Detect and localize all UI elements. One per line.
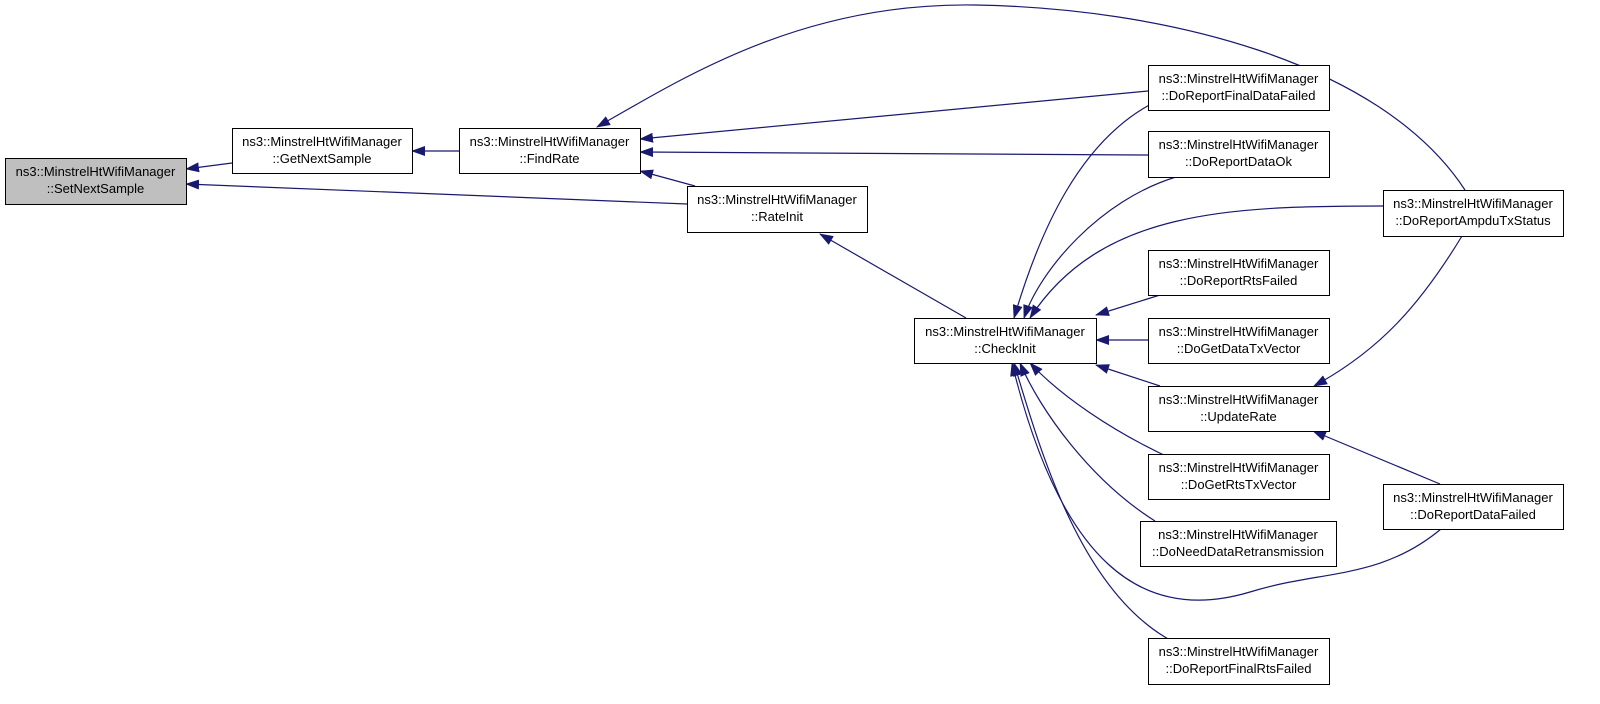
node-method-label: ::FindRate — [520, 151, 580, 166]
edge-UpdateRate-to-CheckInit — [1095, 364, 1161, 387]
node-DoGetDataTxVector[interactable]: ns3::MinstrelHtWifiManager::DoGetDataTxV… — [1148, 318, 1330, 364]
node-box[interactable] — [232, 128, 413, 174]
node-namespace-label: ns3::MinstrelHtWifiManager — [1159, 392, 1319, 407]
node-box[interactable] — [5, 158, 187, 205]
node-UpdateRate[interactable]: ns3::MinstrelHtWifiManager::UpdateRate — [1148, 386, 1330, 432]
node-GetNextSample[interactable]: ns3::MinstrelHtWifiManager::GetNextSampl… — [232, 128, 413, 174]
edge-RateInit-to-FindRate — [639, 169, 696, 187]
node-box[interactable] — [1148, 386, 1330, 432]
edge-CheckInit-to-RateInit — [819, 233, 967, 319]
node-method-label: ::DoReportRtsFailed — [1180, 273, 1298, 288]
node-namespace-label: ns3::MinstrelHtWifiManager — [1393, 196, 1553, 211]
node-box[interactable] — [1148, 65, 1330, 111]
edge-DoReportAmpduTxStatus-to-CheckInit — [1029, 205, 1384, 319]
node-box[interactable] — [1148, 131, 1330, 178]
node-box[interactable] — [459, 128, 641, 174]
node-namespace-label: ns3::MinstrelHtWifiManager — [242, 134, 402, 149]
node-method-label: ::DoReportFinalDataFailed — [1162, 88, 1316, 103]
node-namespace-label: ns3::MinstrelHtWifiManager — [1159, 324, 1319, 339]
node-RateInit[interactable]: ns3::MinstrelHtWifiManager::RateInit — [687, 186, 868, 233]
edge-DoNeedDataRetransmission-to-CheckInit — [1019, 362, 1156, 522]
node-method-label: ::UpdateRate — [1200, 409, 1277, 424]
edge-DoGetRtsTxVector-to-CheckInit — [1029, 362, 1171, 459]
node-DoNeedDataRetransmission[interactable]: ns3::MinstrelHtWifiManager::DoNeedDataRe… — [1140, 521, 1337, 567]
node-box[interactable] — [687, 186, 868, 233]
node-layer: ns3::MinstrelHtWifiManager::SetNextSampl… — [5, 65, 1564, 685]
node-method-label: ::DoNeedDataRetransmission — [1152, 544, 1324, 559]
edge-GetNextSample-to-SetNextSample — [185, 162, 233, 173]
node-namespace-label: ns3::MinstrelHtWifiManager — [697, 192, 857, 207]
node-box[interactable] — [914, 318, 1097, 364]
edge-DoReportDataFailed-to-UpdateRate — [1312, 430, 1441, 485]
node-namespace-label: ns3::MinstrelHtWifiManager — [1159, 71, 1319, 86]
node-method-label: ::DoGetDataTxVector — [1177, 341, 1301, 356]
node-namespace-label: ns3::MinstrelHtWifiManager — [1159, 256, 1319, 271]
node-DoReportDataOk[interactable]: ns3::MinstrelHtWifiManager::DoReportData… — [1148, 131, 1330, 178]
node-DoGetRtsTxVector[interactable]: ns3::MinstrelHtWifiManager::DoGetRtsTxVe… — [1148, 454, 1330, 500]
node-namespace-label: ns3::MinstrelHtWifiManager — [1159, 644, 1319, 659]
node-method-label: ::CheckInit — [974, 341, 1036, 356]
edge-DoReportRtsFailed-to-CheckInit — [1095, 294, 1161, 316]
node-DoReportDataFailed[interactable]: ns3::MinstrelHtWifiManager::DoReportData… — [1383, 484, 1564, 530]
node-DoReportRtsFailed[interactable]: ns3::MinstrelHtWifiManager::DoReportRtsF… — [1148, 250, 1330, 296]
node-box[interactable] — [1140, 521, 1337, 567]
node-namespace-label: ns3::MinstrelHtWifiManager — [1159, 460, 1319, 475]
edge-DoReportDataOk-to-FindRate — [639, 147, 1149, 158]
node-method-label: ::DoReportDataOk — [1185, 154, 1292, 169]
node-box[interactable] — [1383, 484, 1564, 530]
edge-DoReportAmpduTxStatus-to-UpdateRate — [1313, 235, 1463, 387]
edge-RateInit-to-SetNextSample — [185, 179, 688, 205]
node-CheckInit[interactable]: ns3::MinstrelHtWifiManager::CheckInit — [914, 318, 1097, 364]
node-method-label: ::DoGetRtsTxVector — [1181, 477, 1297, 492]
node-box[interactable] — [1148, 638, 1330, 685]
edge-DoReportAmpduTxStatus-to-FindRate — [596, 4, 1466, 191]
edge-DoReportFinalDataFailed-to-FindRate — [639, 90, 1149, 143]
node-SetNextSample[interactable]: ns3::MinstrelHtWifiManager::SetNextSampl… — [5, 158, 187, 205]
node-method-label: ::DoReportDataFailed — [1410, 507, 1536, 522]
node-method-label: ::SetNextSample — [47, 181, 145, 196]
node-namespace-label: ns3::MinstrelHtWifiManager — [925, 324, 1085, 339]
node-method-label: ::DoReportFinalRtsFailed — [1166, 661, 1312, 676]
node-namespace-label: ns3::MinstrelHtWifiManager — [16, 164, 176, 179]
node-box[interactable] — [1148, 250, 1330, 296]
node-method-label: ::GetNextSample — [273, 151, 372, 166]
node-DoReportFinalDataFailed[interactable]: ns3::MinstrelHtWifiManager::DoReportFina… — [1148, 65, 1330, 111]
node-namespace-label: ns3::MinstrelHtWifiManager — [1159, 137, 1319, 152]
node-method-label: ::RateInit — [751, 209, 803, 224]
node-box[interactable] — [1148, 454, 1330, 500]
node-FindRate[interactable]: ns3::MinstrelHtWifiManager::FindRate — [459, 128, 641, 174]
node-method-label: ::DoReportAmpduTxStatus — [1395, 213, 1551, 228]
edge-layer — [185, 4, 1466, 641]
edge-DoReportDataOk-to-CheckInit — [1023, 176, 1177, 319]
node-namespace-label: ns3::MinstrelHtWifiManager — [470, 134, 630, 149]
node-namespace-label: ns3::MinstrelHtWifiManager — [1393, 490, 1553, 505]
node-namespace-label: ns3::MinstrelHtWifiManager — [1158, 527, 1318, 542]
edge-DoReportFinalDataFailed-to-CheckInit — [1012, 101, 1156, 319]
edge-DoReportFinalRtsFailed-to-CheckInit — [1012, 362, 1171, 641]
node-DoReportFinalRtsFailed[interactable]: ns3::MinstrelHtWifiManager::DoReportFina… — [1148, 638, 1330, 685]
edge-DoReportDataFailed-to-CheckInit — [1010, 362, 1442, 601]
node-DoReportAmpduTxStatus[interactable]: ns3::MinstrelHtWifiManager::DoReportAmpd… — [1383, 190, 1564, 237]
node-box[interactable] — [1383, 190, 1564, 237]
node-box[interactable] — [1148, 318, 1330, 364]
